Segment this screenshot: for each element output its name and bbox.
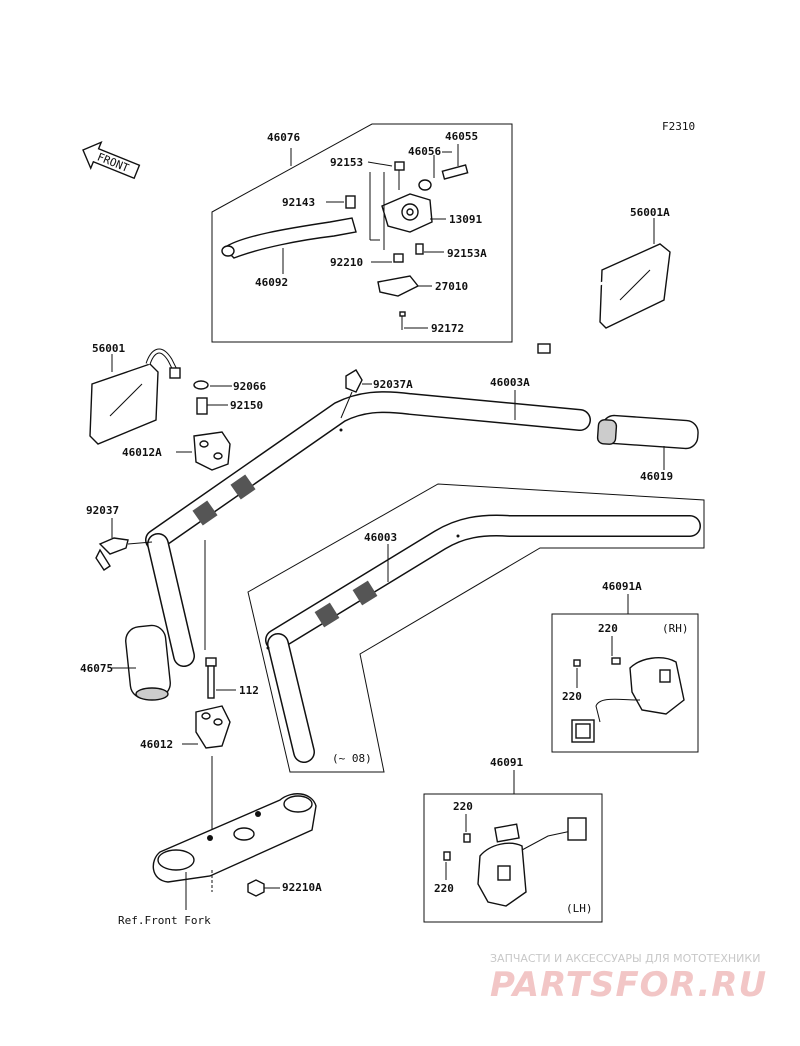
lh-label: (LH) (566, 902, 593, 915)
label-46091: 46091 (490, 756, 523, 769)
label-92143: 92143 (282, 196, 315, 209)
clutch-lever (221, 217, 357, 259)
watermark-brand: PARTSFOR.RU (490, 965, 767, 1005)
label-46092: 46092 (255, 276, 288, 289)
label-46012A: 46012A (122, 446, 162, 459)
label-92210: 92210 (330, 256, 363, 269)
label-92210A: 92210A (282, 881, 322, 894)
label-13091: 13091 (449, 213, 482, 226)
label-46003: 46003 (364, 531, 397, 544)
label-46055: 46055 (445, 130, 478, 143)
watermark-tagline: ЗАПЧАСТИ И АКСЕССУАРЫ ДЛЯ МОТОТЕХНИКИ (490, 952, 760, 965)
nut-92210 (393, 253, 404, 263)
label-220-rh-top: 220 (598, 622, 618, 635)
screw-220-lh-top (463, 833, 471, 843)
switch-rh-box (551, 613, 699, 753)
grip-46075 (125, 624, 171, 701)
ref-front-fork-label: Ref.Front Fork (118, 914, 211, 927)
screw-92172 (399, 311, 406, 317)
label-92153: 92153 (330, 156, 363, 169)
handlebar-46003A (145, 391, 591, 667)
grip-46019 (596, 414, 699, 450)
label-46012: 46012 (140, 738, 173, 751)
year-note: (~ 08) (332, 752, 372, 765)
label-220-rh-left: 220 (562, 690, 582, 703)
label-92066: 92066 (233, 380, 266, 393)
bolt-112 (205, 657, 217, 699)
label-46091A: 46091A (602, 580, 642, 593)
clip-92037A (345, 369, 363, 393)
bolt-46055 (441, 164, 469, 180)
switch-lh-box (423, 793, 603, 923)
handlebar-46003-box (247, 483, 705, 773)
bolt-92150 (196, 397, 208, 415)
clip-92037 (95, 537, 129, 571)
nut-92210A (247, 879, 265, 897)
label-92037: 92037 (86, 504, 119, 517)
front-arrow-icon: FRONT (82, 140, 141, 180)
screw-220-lh-left (443, 851, 451, 861)
clutch-lever-group-box (211, 123, 513, 343)
figure-code: F2310 (662, 120, 695, 133)
pivot-bolt-head (394, 161, 405, 171)
screw-92153A (415, 243, 424, 255)
switch-rh (571, 657, 685, 743)
switch-lh (443, 817, 587, 907)
steering-stem-bracket (152, 793, 317, 883)
label-46076: 46076 (267, 131, 300, 144)
cap-92066 (193, 380, 209, 390)
label-46019: 46019 (640, 470, 673, 483)
mirror-right (537, 243, 671, 354)
collar-92143 (345, 195, 356, 209)
rh-label: (RH) (662, 622, 689, 635)
label-92037A: 92037A (373, 378, 413, 391)
handlebar-46003 (265, 514, 701, 763)
label-56001: 56001 (92, 342, 125, 355)
mirror-left (89, 348, 181, 445)
label-27010: 27010 (435, 280, 468, 293)
label-92172: 92172 (431, 322, 464, 335)
label-112: 112 (239, 684, 259, 697)
label-220-lh-top: 220 (453, 800, 473, 813)
label-220-lh-left: 220 (434, 882, 454, 895)
lever-holder (381, 193, 433, 233)
label-46075: 46075 (80, 662, 113, 675)
screw-220-rh-top (611, 657, 621, 665)
holder-46012A (193, 431, 231, 471)
label-92153A: 92153A (447, 247, 487, 260)
label-46003A: 46003A (490, 376, 530, 389)
label-46056: 46056 (408, 145, 441, 158)
washer-46056 (418, 179, 432, 191)
switch-27010 (377, 275, 420, 297)
label-92150: 92150 (230, 399, 263, 412)
screw-220-rh-left (573, 659, 581, 667)
label-56001A: 56001A (630, 206, 670, 219)
holder-46012 (195, 705, 231, 749)
